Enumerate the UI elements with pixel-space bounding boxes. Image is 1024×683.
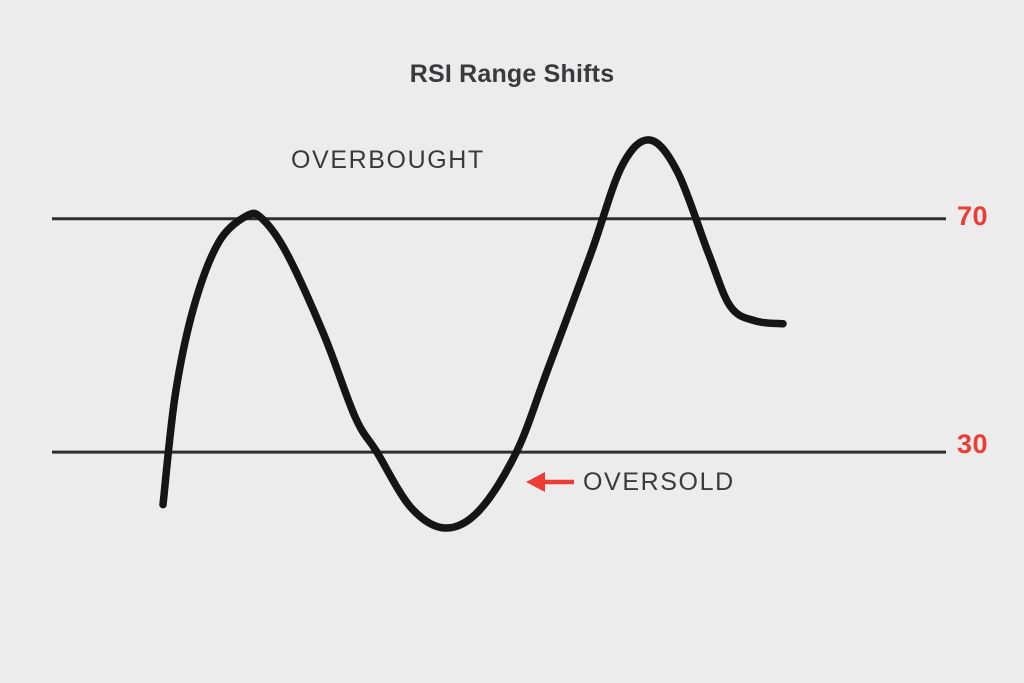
chart-title: RSI Range Shifts [409,60,615,88]
oversold-arrow-head [526,472,545,492]
level-value-lower: 30 [957,429,989,459]
rsi-curve [159,136,787,532]
level-value-upper: 70 [957,201,989,231]
overbought-zone-label: OVERBOUGHT [291,146,485,174]
oversold-arrow [526,472,574,492]
oversold-zone-label: OVERSOLD [583,468,735,496]
